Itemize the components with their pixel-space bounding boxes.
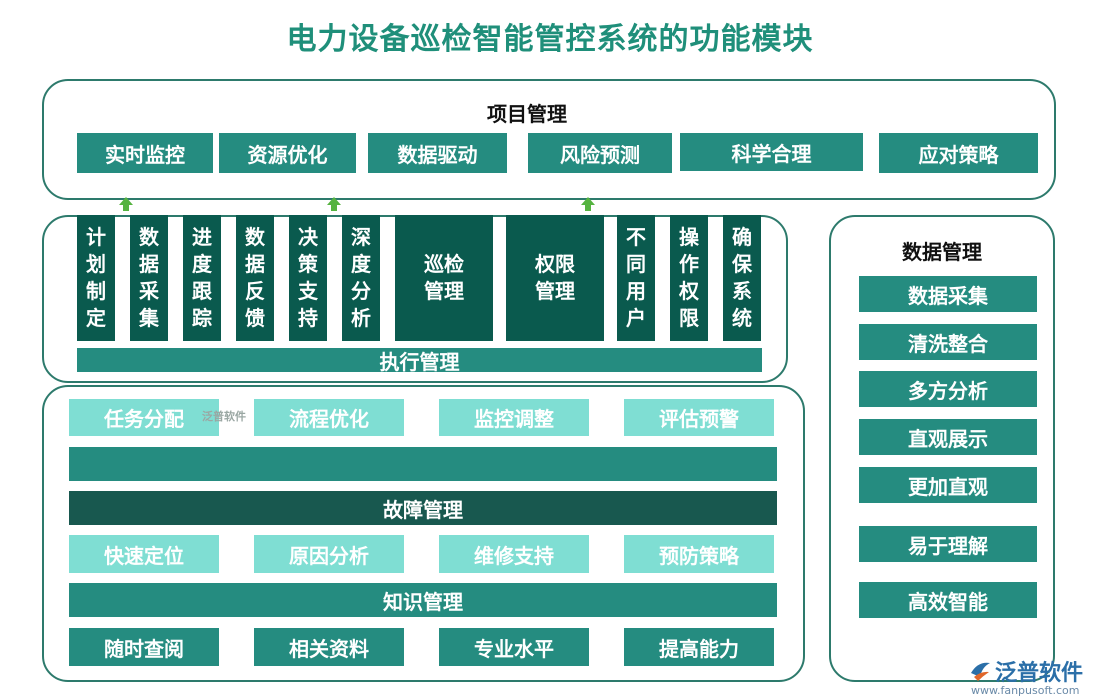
- data-item-understand: 易于理解: [859, 526, 1037, 562]
- arrow-up-icon: [119, 197, 133, 211]
- project-item-resource-optimize: 资源优化: [219, 133, 356, 173]
- fault-item-cause-analysis: 原因分析: [254, 535, 404, 573]
- project-item-realtime-monitor: 实时监控: [77, 133, 213, 173]
- fault-blank-bar: [69, 447, 777, 481]
- fault-item-quick-locate: 快速定位: [69, 535, 219, 573]
- knowledge-management-bar: 知识管理: [69, 583, 777, 617]
- fault-item-repair-support: 维修支持: [439, 535, 589, 573]
- execution-management-bar: 执行管理: [77, 348, 762, 374]
- data-management-title: 数据管理: [902, 240, 982, 264]
- fault-item-process-optimize: 流程优化: [254, 399, 404, 436]
- project-item-risk-forecast: 风险预测: [528, 133, 672, 173]
- fault-item-evaluate-warn: 评估预警: [624, 399, 774, 436]
- fault-item-monitor-adjust: 监控调整: [439, 399, 589, 436]
- logo-text: 泛普软件: [995, 661, 1084, 686]
- fault-item-prevention: 预防策略: [624, 535, 774, 573]
- data-item-analyze: 多方分析: [859, 371, 1037, 407]
- exec-col-data-collect: 数据采集: [130, 215, 168, 341]
- exec-col-decision: 决策支持: [289, 215, 327, 341]
- data-item-collect: 数据采集: [859, 276, 1037, 312]
- data-item-intuitive: 更加直观: [859, 467, 1037, 503]
- arrow-up-icon: [581, 197, 595, 211]
- data-item-display: 直观展示: [859, 419, 1037, 455]
- knowledge-item-expertise: 专业水平: [439, 628, 589, 666]
- exec-col-operation: 操作权限: [670, 215, 708, 341]
- logo-url: www.fanpusoft.com: [971, 684, 1080, 697]
- knowledge-item-improve: 提高能力: [624, 628, 774, 666]
- page-title: 电力设备巡检智能管控系统的功能模块: [286, 22, 814, 57]
- project-item-response-strategy: 应对策略: [879, 133, 1038, 173]
- data-item-clean: 清洗整合: [859, 324, 1037, 360]
- project-item-data-driven: 数据驱动: [368, 133, 507, 173]
- knowledge-item-materials: 相关资料: [254, 628, 404, 666]
- exec-col-plan: 计划制定: [77, 215, 115, 341]
- exec-col-feedback: 数据反馈: [236, 215, 274, 341]
- exec-col-permission: 权限管理: [506, 215, 604, 341]
- logo: 泛普软件 www.fanpusoft.com: [968, 655, 1092, 697]
- exec-col-inspection: 巡检管理: [395, 215, 493, 341]
- project-item-scientific: 科学合理: [680, 133, 863, 171]
- exec-col-analysis: 深度分析: [342, 215, 380, 341]
- exec-col-ensure: 确保系统: [723, 215, 761, 341]
- exec-col-users: 不同用户: [617, 215, 655, 341]
- fault-management-bar: 故障管理: [69, 491, 777, 525]
- knowledge-item-lookup: 随时查阅: [69, 628, 219, 666]
- watermark: 泛普软件: [202, 410, 246, 423]
- project-management-title: 项目管理: [487, 102, 567, 126]
- arrow-up-icon: [327, 197, 341, 211]
- exec-col-progress: 进度跟踪: [183, 215, 221, 341]
- logo-mark-icon: [971, 662, 990, 681]
- fault-item-task-assign: 任务分配: [69, 399, 219, 436]
- data-item-efficient: 高效智能: [859, 582, 1037, 618]
